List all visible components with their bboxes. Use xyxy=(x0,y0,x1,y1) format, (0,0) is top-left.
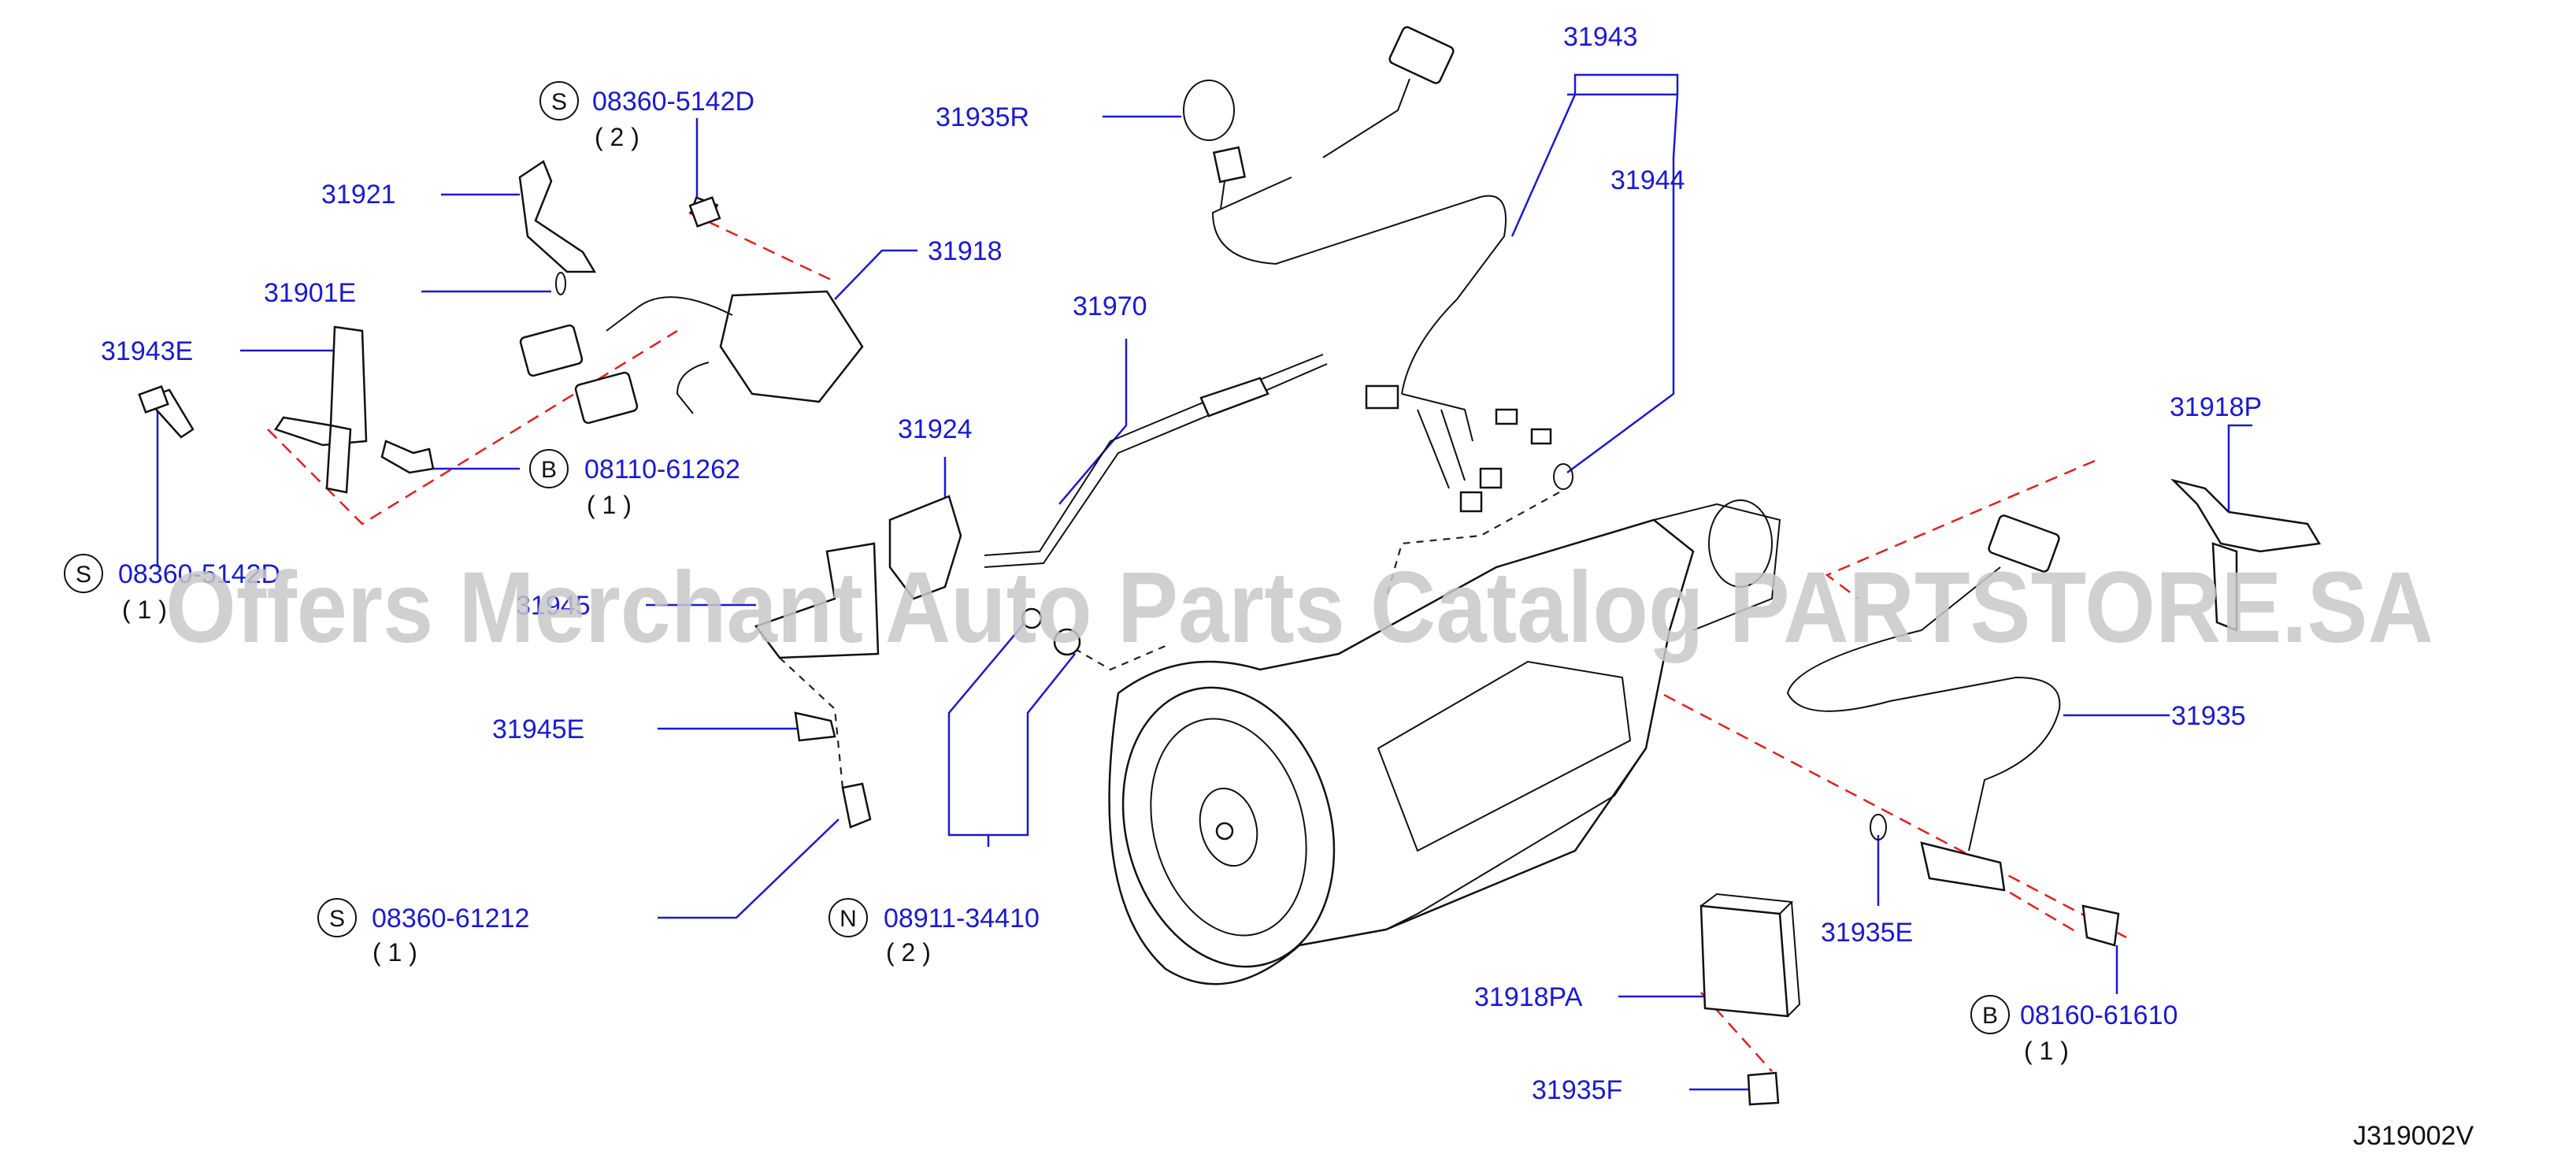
watermark: Offers Merchant Auto Parts Catalog PARTS… xyxy=(165,551,2433,664)
bolts xyxy=(138,196,2120,947)
fastener-part-number: 08110-61262 xyxy=(584,455,740,484)
label-31921: 31921 xyxy=(321,180,396,210)
badge-circle xyxy=(828,898,868,937)
fastener-b-08110-61262: B 08110-61262 ( 1 ) xyxy=(529,449,740,519)
inhibitor-switch-31918 xyxy=(519,196,864,425)
selector-bracket-31924 xyxy=(754,495,1081,742)
label-31943e: 31943E xyxy=(101,336,193,366)
fastener-part-number: 08360-5142D xyxy=(118,559,280,589)
badge-circle xyxy=(1970,995,2010,1034)
fastener-quantity: ( 1 ) xyxy=(373,938,417,967)
fastener-quantity: ( 2 ) xyxy=(886,938,931,967)
manual-lever-31921 xyxy=(518,160,597,295)
bracket-31943e xyxy=(274,325,368,494)
fastener-quantity: ( 1 ) xyxy=(587,491,632,519)
leader-lines xyxy=(156,73,2252,1091)
fastener-quantity: ( 1 ) xyxy=(122,596,167,624)
label-31970: 31970 xyxy=(1073,291,1147,321)
badge-circle xyxy=(539,81,579,121)
label-31943: 31943 xyxy=(1563,22,1638,52)
label-31944: 31944 xyxy=(1610,165,1685,195)
fastener-quantity: ( 2 ) xyxy=(595,123,639,151)
part-labels: 31943 31935R 31944 31921 31918 31901E 31… xyxy=(101,22,2262,1105)
badge-circle xyxy=(317,898,357,937)
relay-block-31918pa xyxy=(1699,893,1801,1106)
label-31945: 31945 xyxy=(516,591,591,621)
label-31918pa: 31918PA xyxy=(1474,982,1583,1012)
badge-letter: N xyxy=(840,906,857,932)
label-31918p: 31918P xyxy=(2170,392,2262,422)
fastener-part-number: 08160-61610 xyxy=(2020,1000,2178,1030)
speed-sensor-harness-31935 xyxy=(1786,514,2061,892)
badge-letter: B xyxy=(541,457,557,483)
label-31935e: 31935E xyxy=(1821,918,1913,948)
label-31935r: 31935R xyxy=(936,102,1029,132)
fastener-quantity: ( 1 ) xyxy=(2024,1037,2069,1065)
cable-tie-31935r xyxy=(1183,80,1247,210)
badge-letter: S xyxy=(76,562,91,588)
fastener-s-08360-61212: S 08360-61212 ( 1 ) xyxy=(317,898,529,967)
fastener-s-08360-5142d-left: S 08360-5142D ( 1 ) xyxy=(64,554,280,624)
badge-letter: S xyxy=(551,89,567,115)
fastener-s-08360-5142d-top: S 08360-5142D ( 2 ) xyxy=(539,81,754,151)
badge-circle xyxy=(64,554,103,593)
fastener-b-08160-61610: B 08160-61610 ( 1 ) xyxy=(1970,995,2178,1065)
fastener-part-number: 08360-5142D xyxy=(592,87,754,117)
badge-circle xyxy=(529,449,569,488)
label-31901e: 31901E xyxy=(264,278,356,308)
fastener-part-number: 08360-61212 xyxy=(372,904,529,933)
transmission-assembly xyxy=(1108,499,1781,985)
bracket-31918p xyxy=(2170,478,2322,632)
fastener-n-08911-34410: N 08911-34410 ( 2 ) xyxy=(828,898,1040,967)
badge-letter: B xyxy=(1982,1003,1998,1029)
assembly-dash-lines xyxy=(267,211,2127,1072)
label-31935: 31935 xyxy=(2171,701,2246,731)
fastener-part-number: 08911-34410 xyxy=(884,904,1040,933)
badge-letter: S xyxy=(329,906,345,932)
label-31924: 31924 xyxy=(898,414,973,444)
control-cable-31970 xyxy=(984,354,1328,568)
drawing-id: J319002V xyxy=(2353,1121,2474,1151)
wiring-harness-31943 xyxy=(1211,26,1573,513)
label-31935f: 31935F xyxy=(1532,1075,1622,1105)
fastener-callouts: S 08360-5142D ( 2 ) S 08360-5142D ( 1 ) … xyxy=(64,81,2178,1065)
label-31918: 31918 xyxy=(928,236,1003,266)
label-31945e: 31945E xyxy=(492,714,584,744)
